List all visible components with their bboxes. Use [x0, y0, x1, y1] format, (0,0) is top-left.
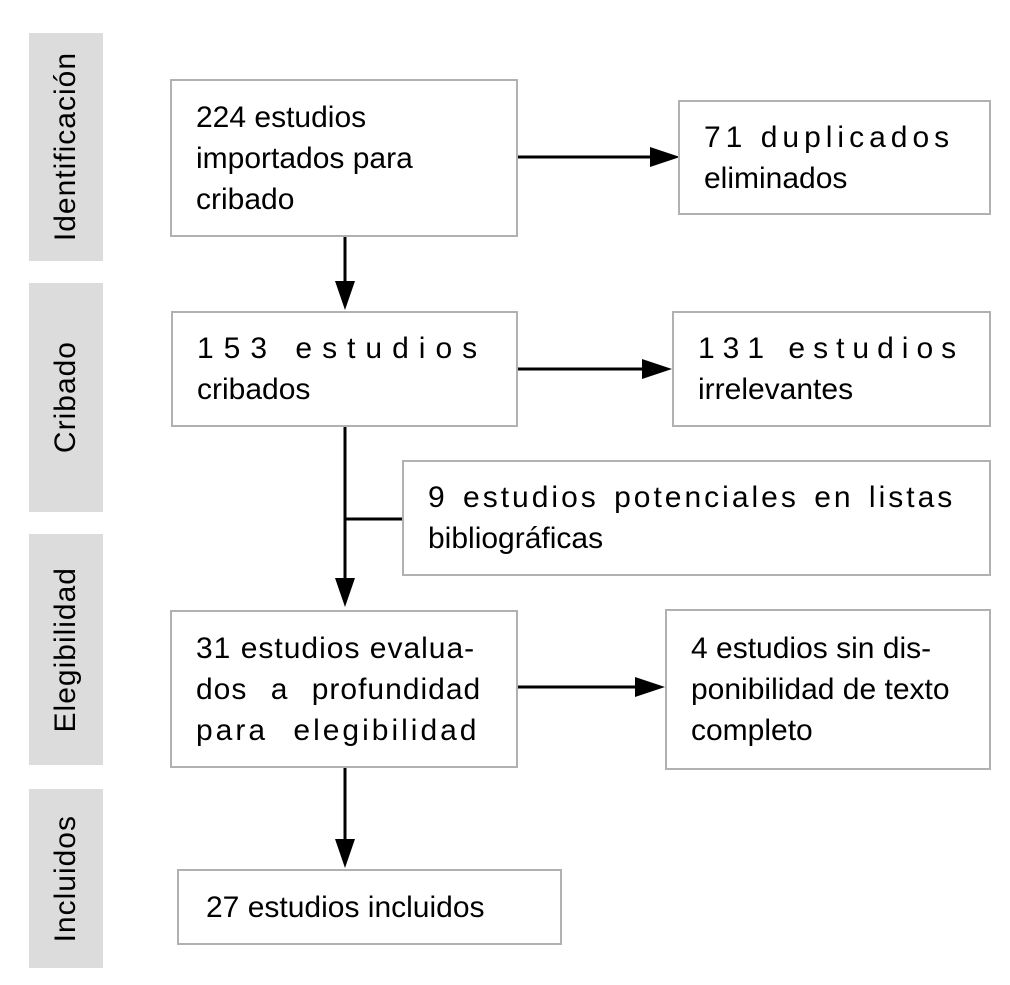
box-text-line: 27 estudios incluidos — [206, 890, 485, 924]
stage-label: Incluidos — [49, 814, 82, 943]
box-text-line: 4 estudios sin dis- — [691, 632, 932, 665]
box-text-line: ponibilidad de texto — [691, 673, 950, 706]
stage-label: Cribado — [49, 341, 82, 454]
box-irrelevant-studies: 131 estudios irrelevantes — [672, 311, 991, 427]
box-text-line: eliminados — [704, 161, 848, 195]
box-text-line: completo — [691, 714, 813, 747]
box-text-line: 131 estudios — [698, 332, 965, 365]
box-text-line: cribados — [197, 373, 311, 406]
arrow-imported-to-screened — [335, 237, 355, 310]
box-text-line: importados para — [196, 141, 413, 175]
arrow-screened-to-assessed — [335, 427, 355, 607]
stage-label: Identificación — [49, 52, 82, 242]
box-text-line: para elegibilidad — [196, 713, 480, 747]
arrow-imported-to-duplicates — [518, 147, 680, 167]
stage-elegibilidad: Elegibilidad — [29, 534, 103, 765]
box-text-line: 153 estudios — [197, 332, 488, 365]
box-text-line: bibliográficas — [428, 522, 604, 555]
stage-cribado: Cribado — [29, 283, 103, 512]
box-text-line: 224 estudios — [196, 100, 367, 134]
box-studies-screened: 153 estudios cribados — [171, 311, 518, 427]
arrow-assessed-to-included — [335, 768, 355, 868]
box-duplicates-removed: 71 duplicados eliminados — [678, 100, 991, 215]
arrow-assessed-to-nofulltext — [518, 677, 665, 697]
box-imported-studies: 224 estudios importados para cribado — [170, 79, 518, 237]
box-no-fulltext: 4 estudios sin dis- ponibilidad de texto… — [665, 609, 991, 770]
box-text-line: irrelevantes — [698, 373, 854, 406]
box-text-line: cribado — [196, 182, 295, 216]
stage-identificacion: Identificación — [29, 33, 103, 261]
box-studies-included: 27 estudios incluidos — [177, 869, 562, 945]
stage-incluidos: Incluidos — [29, 789, 103, 968]
box-text-line: dos a profundidad — [196, 672, 482, 706]
box-text-line: 71 duplicados — [704, 120, 955, 154]
stage-label: Elegibilidad — [49, 566, 82, 733]
box-text-line: 31 estudios evalua- — [196, 631, 476, 665]
box-text-line: 9 estudios potenciales en listas — [428, 481, 956, 514]
arrow-screened-to-irrelevant — [518, 359, 672, 379]
box-reference-list-studies: 9 estudios potenciales en listas bibliog… — [402, 460, 991, 576]
box-assessed-eligibility: 31 estudios evalua- dos a profundidad pa… — [170, 610, 518, 768]
